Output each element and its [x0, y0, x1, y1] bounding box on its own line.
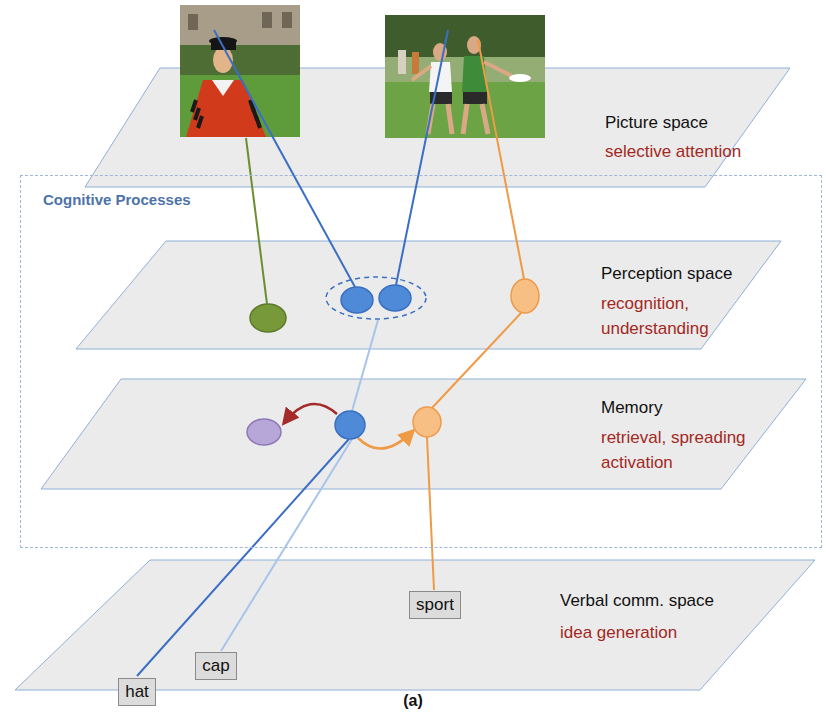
caption: (a) — [0, 692, 826, 710]
arm — [412, 66, 431, 80]
window — [282, 12, 292, 28]
text-holder: Picture space — [605, 112, 708, 134]
layer-plane: hat cap sport Verbal comm. space idea genera… — [15, 560, 815, 710]
photo-background — [180, 5, 300, 137]
shorts — [463, 92, 487, 104]
word-box: hat — [118, 678, 156, 706]
process-label: retrieval, spreading activation — [601, 425, 791, 475]
text-holder: Memory — [601, 397, 662, 419]
frisbee — [509, 74, 531, 82]
shirt — [462, 56, 487, 92]
layer-plane: Memory retrieval, spreading activation — [41, 379, 806, 489]
space-name: Verbal comm. space — [560, 590, 714, 612]
word-label: hat — [125, 682, 149, 702]
concept-ellipse — [341, 287, 373, 313]
plane-outline — [15, 560, 815, 690]
concept-ellipse — [379, 285, 411, 311]
word-box: sport — [409, 591, 461, 619]
bystander — [412, 52, 419, 74]
text-holder: idea generation — [560, 620, 760, 645]
text-holder: Cognitive Processes — [43, 191, 191, 208]
grass — [180, 75, 300, 137]
concept-ellipse — [335, 411, 365, 439]
plane-outline — [41, 379, 806, 489]
layer-plane: Perception space recognition, understandi… — [76, 241, 781, 349]
word-label: cap — [202, 656, 229, 676]
window — [188, 14, 198, 30]
concept-ellipse — [250, 304, 286, 332]
photo-background — [385, 15, 545, 138]
photo-frisbee — [385, 15, 545, 138]
cap-top — [209, 37, 237, 45]
text-holder: Verbal comm. space — [560, 590, 714, 612]
text-holder: selective attention — [605, 139, 805, 164]
text-holder: Perception space — [601, 263, 732, 285]
space-name: Picture space — [605, 112, 708, 134]
concept-ellipse — [511, 279, 539, 313]
trees — [385, 15, 545, 57]
gown-stripes — [192, 100, 260, 128]
legs — [463, 104, 488, 134]
collar — [212, 80, 234, 96]
word-box: cap — [195, 652, 237, 680]
process-label: recognition, understanding — [601, 291, 771, 341]
building — [180, 5, 300, 50]
trees — [180, 45, 300, 75]
concept-ellipse — [413, 407, 441, 437]
group-title: Cognitive Processes — [43, 191, 191, 208]
plane-outline — [76, 241, 781, 349]
process-label: selective attention — [605, 139, 805, 164]
text-holder: recognition, understanding — [601, 291, 771, 341]
space-name: Memory — [601, 397, 662, 419]
window — [262, 12, 272, 28]
caption-holder: (a) — [0, 692, 826, 710]
arm — [484, 62, 512, 76]
word-label: sport — [416, 595, 454, 615]
text-holder: retrieval, spreading activation — [601, 425, 791, 475]
layer-plane: Picture spaceselective attention — [85, 68, 790, 187]
gown — [186, 80, 266, 137]
concept-ellipse — [247, 419, 281, 445]
bystander — [398, 50, 406, 74]
space-name: Perception space — [601, 263, 732, 285]
process-group: Perception space recognition, understandi… — [20, 175, 822, 548]
process-label: idea generation — [560, 620, 760, 645]
photo-graduate — [180, 5, 300, 137]
plane-outline — [85, 68, 790, 187]
